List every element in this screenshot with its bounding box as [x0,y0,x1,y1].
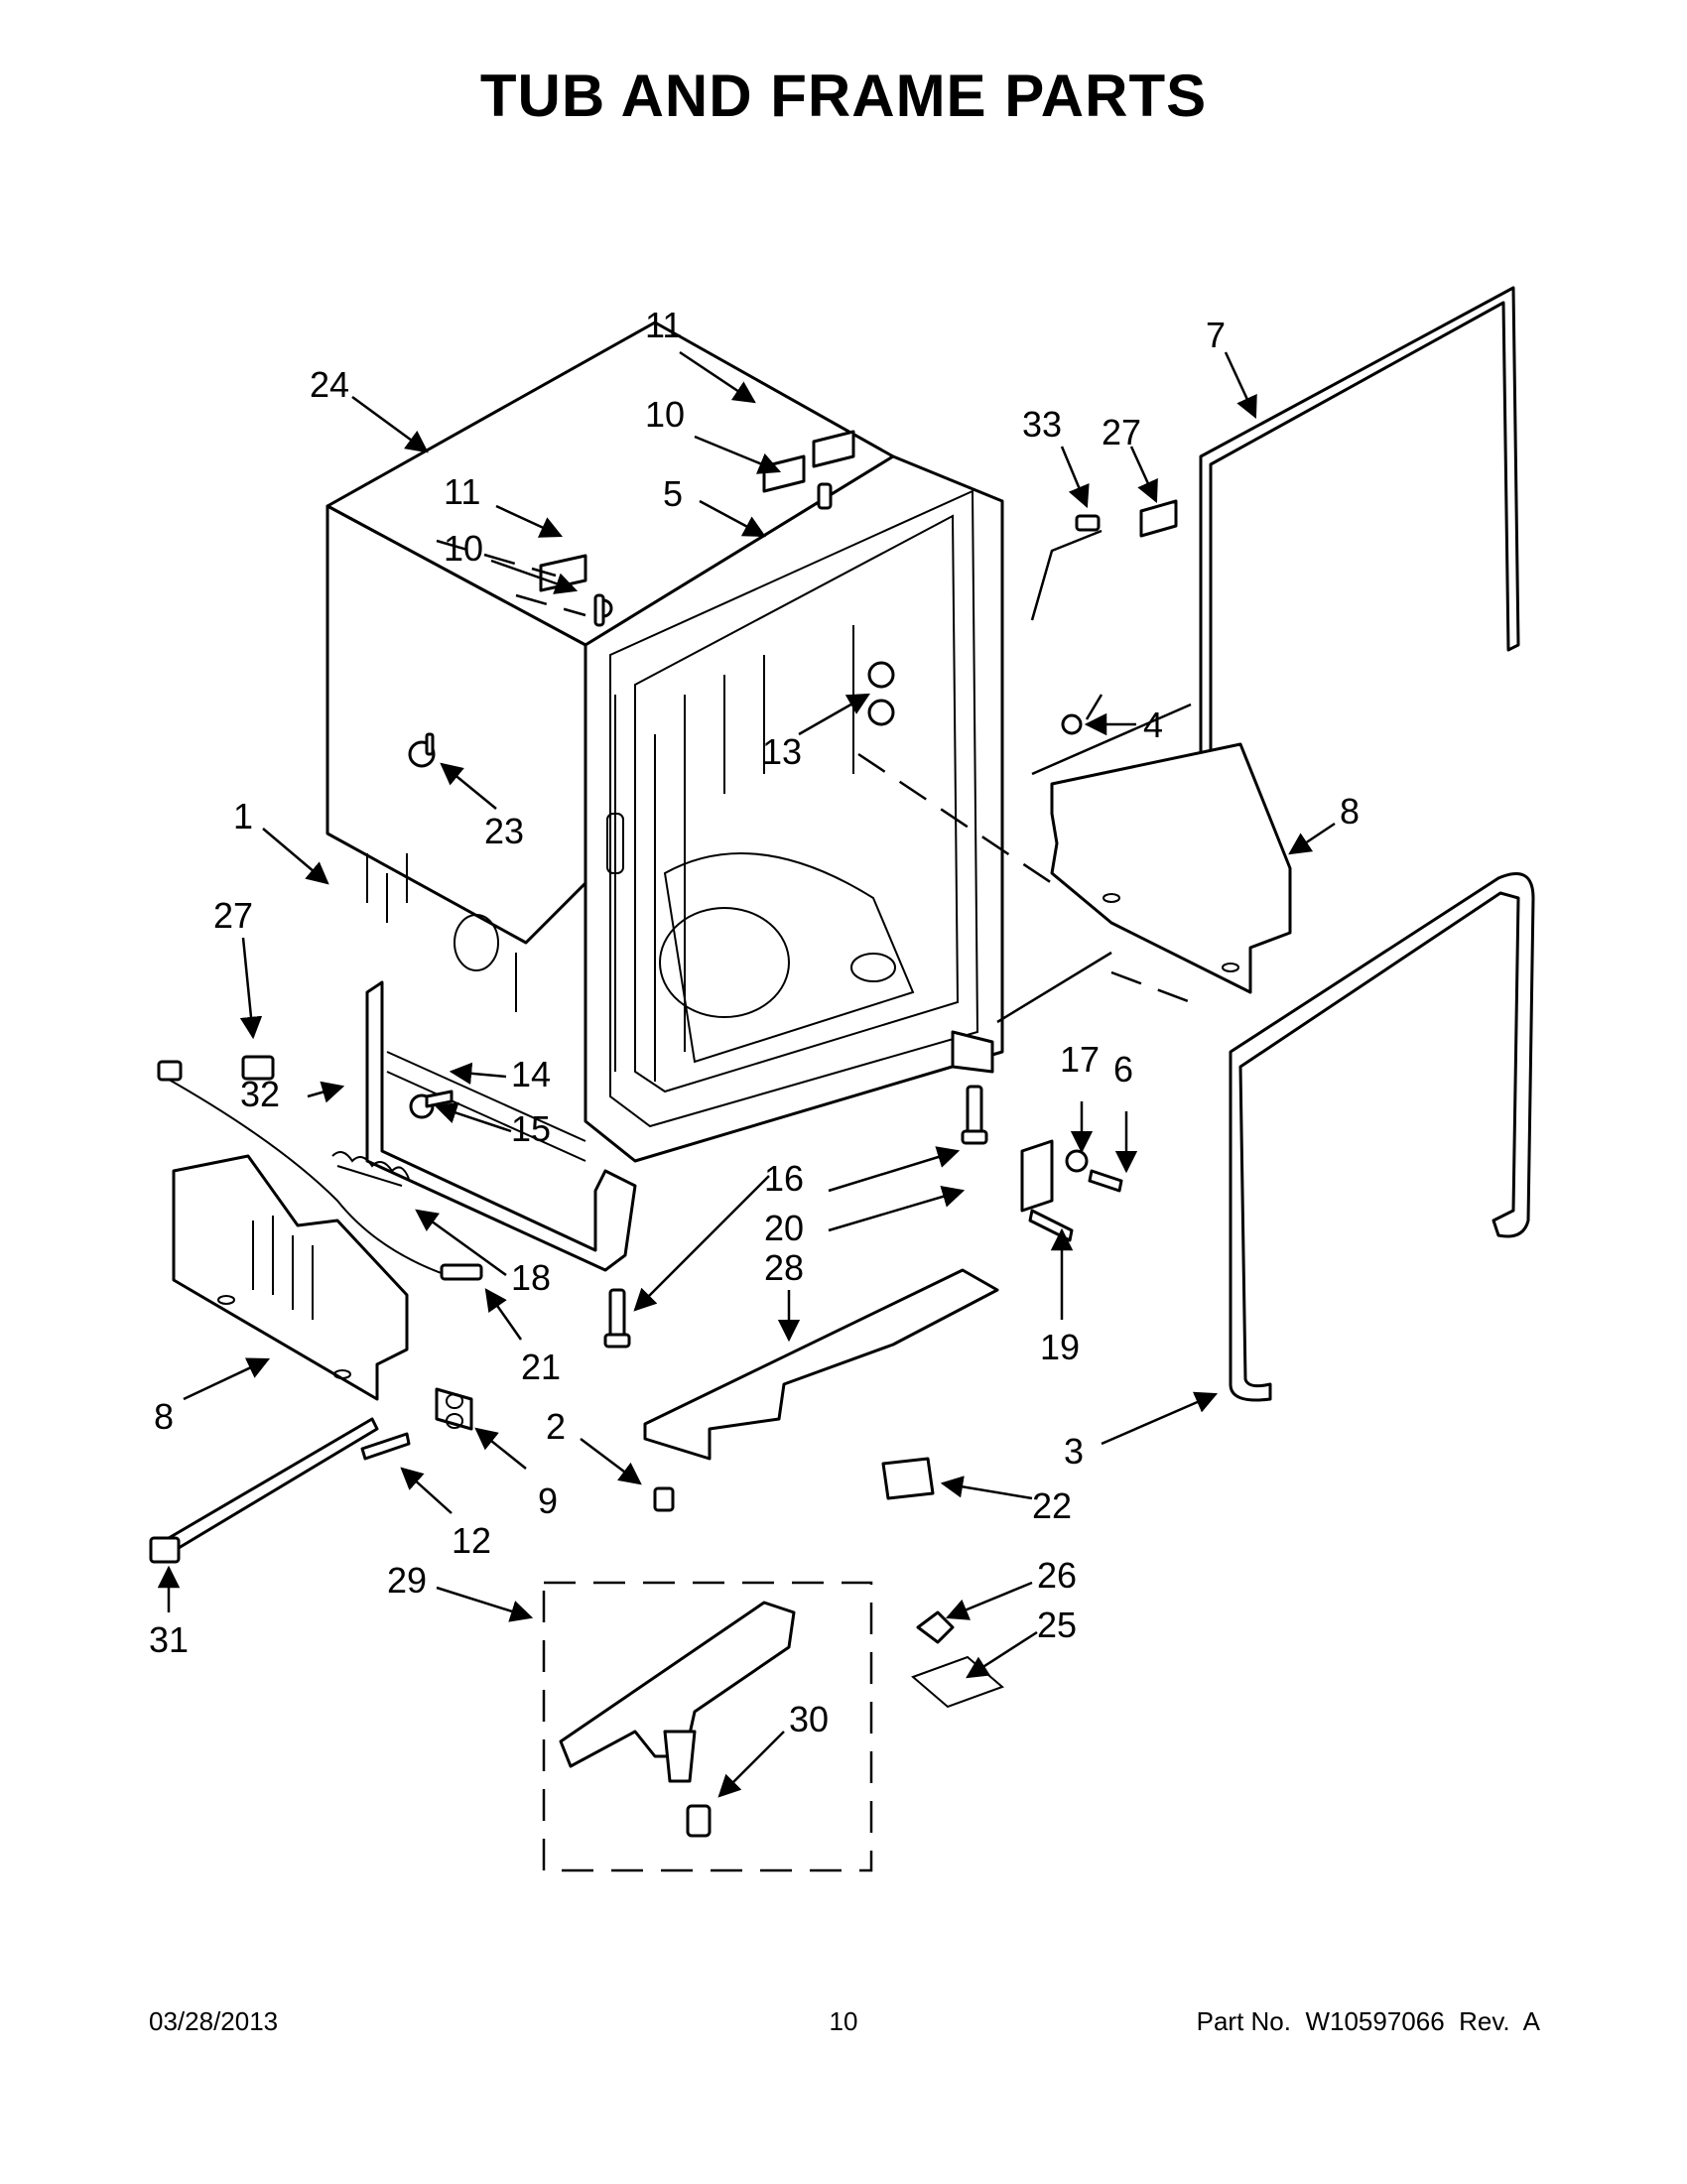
callout-25: 25 [1037,1605,1077,1645]
callout-10b: 10 [444,528,483,569]
callout-23: 23 [484,811,524,851]
callout-27b: 27 [213,895,253,936]
callout-1: 1 [233,796,253,836]
callout-32: 32 [240,1074,280,1114]
insulation-left-part-8 [172,1154,409,1401]
callout-18: 18 [511,1257,551,1298]
cable-tie-part-31 [149,1417,379,1564]
detail-box-part-29 [542,1581,873,1872]
callout-11a: 11 [645,305,682,345]
callout-8b: 8 [154,1396,174,1437]
callout-7: 7 [1206,315,1226,355]
callout-33: 33 [1022,404,1062,445]
callout-28: 28 [764,1247,804,1288]
footer-part-number: Part No. W10597066 Rev. A [1196,2006,1540,2036]
callout-labels: 24 11 10 11 10 5 33 27 7 4 13 23 1 8 27 … [149,305,1360,1739]
callout-17: 17 [1060,1039,1100,1080]
callout-30: 30 [789,1699,829,1739]
power-cord [157,1060,483,1281]
callout-12: 12 [452,1520,491,1561]
assembly-lines [436,529,1192,1024]
callout-4: 4 [1143,705,1163,745]
mounting-rails [365,980,994,1272]
fasteners [241,430,1178,1709]
spring-part-18 [331,1151,410,1187]
callout-27a: 27 [1102,412,1141,452]
footer-date: 03/28/2013 [149,2006,279,2036]
callout-11b: 11 [444,471,480,512]
footer-page-number: 10 [829,2006,858,2036]
door-gasket-part-7 [1199,286,1520,821]
callout-10a: 10 [645,394,685,435]
callout-13: 13 [762,731,802,772]
insulation-right-part-8 [1050,742,1292,994]
callout-16: 16 [764,1158,804,1199]
callout-21: 21 [521,1347,561,1387]
base-plate-part-28 [643,1268,999,1461]
callout-2: 2 [546,1406,566,1447]
callout-26: 26 [1037,1555,1077,1596]
callout-6: 6 [1113,1049,1133,1090]
callout-20: 20 [764,1208,804,1248]
callout-9: 9 [538,1480,558,1521]
page-title: TUB AND FRAME PARTS [479,63,1208,129]
callout-29: 29 [387,1560,427,1601]
callout-15: 15 [511,1108,551,1149]
callout-3: 3 [1064,1431,1084,1472]
callout-19: 19 [1040,1327,1080,1367]
callout-22: 22 [1032,1485,1072,1526]
callout-5: 5 [663,473,683,514]
callout-14: 14 [511,1054,551,1094]
leader-lines [157,350,1336,1798]
callout-8a: 8 [1340,791,1360,832]
callout-31: 31 [149,1619,189,1660]
tub-seal-part-3 [1229,872,1535,1402]
callout-24: 24 [310,364,349,405]
tub-assembly [325,321,1004,1163]
